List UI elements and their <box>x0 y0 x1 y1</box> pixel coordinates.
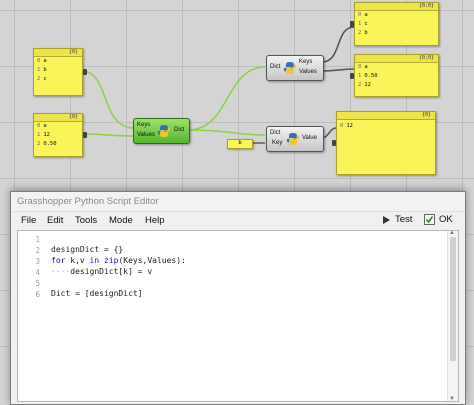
python-icon <box>157 125 171 137</box>
python-script-editor-window[interactable]: Grasshopper Python Script Editor File Ed… <box>10 191 466 405</box>
input-key-label[interactable]: Key <box>272 140 283 146</box>
output-value-label[interactable]: Value <box>302 135 317 141</box>
dict-keys-values-component[interactable]: Dict Keys Values <box>266 55 324 81</box>
menu-mode[interactable]: Mode <box>109 215 133 226</box>
menu-file[interactable]: File <box>21 215 37 226</box>
wire-keys <box>81 70 135 129</box>
input-grip[interactable] <box>350 21 354 27</box>
title-bar[interactable]: Grasshopper Python Script Editor <box>11 192 465 212</box>
keyword-in: in <box>89 256 100 265</box>
wire-value-to-panel <box>321 127 337 139</box>
wire-dict-to-keys <box>187 66 266 131</box>
input-keys-label[interactable]: Keys <box>137 122 151 128</box>
line-number: 5 <box>35 279 40 288</box>
builtin-zip: zip <box>99 256 119 265</box>
key-input-panel[interactable]: b <box>227 139 253 149</box>
line-number: 3 <box>35 257 40 266</box>
wire-values <box>81 133 135 137</box>
play-icon <box>383 215 390 224</box>
input-dict-label[interactable]: Dict <box>270 130 281 136</box>
ok-button[interactable]: OK <box>424 214 453 225</box>
menu-edit[interactable]: Edit <box>47 215 64 226</box>
output-keys-label[interactable]: Keys <box>299 59 313 65</box>
code-line-6: Dict = [designDict] <box>51 289 143 298</box>
output-grip[interactable] <box>83 69 87 75</box>
checkbox-ok-icon <box>424 214 435 225</box>
output-values-label[interactable]: Values <box>299 69 317 75</box>
line-number: 2 <box>35 246 40 255</box>
python-script-component[interactable]: Keys Values Dict <box>133 118 190 144</box>
input-grip[interactable] <box>350 72 354 79</box>
panel-header: {0} <box>34 49 82 57</box>
dict-value-component[interactable]: Dict Key Value <box>266 126 324 152</box>
scroll-up-icon[interactable]: ▲ <box>449 230 455 236</box>
code-line-3: for k,v in zip(Keys,Values): <box>51 256 186 265</box>
ok-label: OK <box>439 214 453 225</box>
keyword-for: for <box>51 256 66 265</box>
input-values-label[interactable]: Values <box>137 132 155 138</box>
wire-keys-to-panel <box>321 26 355 63</box>
input-grip[interactable] <box>332 140 336 146</box>
window-title: Grasshopper Python Script Editor <box>17 196 159 207</box>
code-editor[interactable]: 1 2 3 4 5 6 designDict = {} for k,v in z… <box>17 230 459 402</box>
line-number-gutter: 1 2 3 4 5 6 <box>18 231 42 401</box>
python-icon <box>286 133 300 145</box>
test-label: Test <box>395 214 413 225</box>
key-value: b <box>238 140 242 146</box>
line-number: 1 <box>35 235 40 244</box>
panel-header: {0;0} <box>355 55 438 63</box>
code-line-2: designDict = {} <box>51 245 124 254</box>
scroll-down-icon[interactable]: ▼ <box>449 396 455 402</box>
wire-dict-to-value <box>187 129 266 136</box>
panel-header: {0;0} <box>355 3 438 11</box>
input-dict-label[interactable]: Dict <box>270 64 281 70</box>
code-line-4: ····designDict[k] = v <box>51 267 153 276</box>
python-icon <box>283 62 297 74</box>
test-button[interactable]: Test <box>382 214 412 225</box>
menu-tools[interactable]: Tools <box>75 215 98 226</box>
line-number: 6 <box>35 290 40 299</box>
menu-bar: File Edit Tools Mode Help Test OK <box>11 212 465 230</box>
line-number: 4 <box>35 268 40 277</box>
wire-values-to-panel <box>321 68 355 72</box>
scrollbar-thumb[interactable] <box>450 237 456 361</box>
indent-dots: ···· <box>51 267 71 276</box>
menu-help[interactable]: Help <box>145 215 165 226</box>
output-grip[interactable] <box>83 132 87 138</box>
output-dict-label[interactable]: Dict <box>174 127 185 133</box>
panel-header: {0} <box>337 112 435 120</box>
vertical-scrollbar[interactable]: ▲ ▼ <box>447 230 458 402</box>
panel-header: {0} <box>34 114 82 122</box>
